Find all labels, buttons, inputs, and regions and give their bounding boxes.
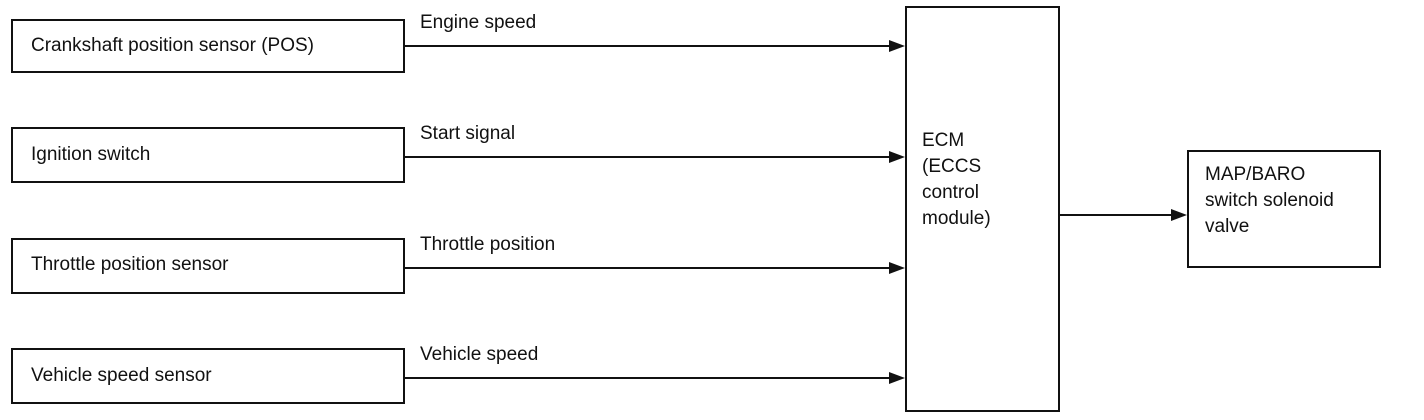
arrowhead-engine-speed <box>889 40 905 52</box>
input-label: Crankshaft position sensor (POS) <box>31 35 315 56</box>
output-label-line: switch solenoid <box>1205 190 1334 211</box>
arrowhead-start-signal <box>889 151 905 163</box>
input-box-vehicle-speed-sensor: Vehicle speed sensor <box>11 348 405 404</box>
signal-label-start-signal: Start signal <box>420 123 516 144</box>
input-box-throttle-sensor: Throttle position sensor <box>11 238 405 294</box>
ecm-label-line: (ECCS <box>922 156 982 177</box>
input-label: Ignition switch <box>31 144 151 165</box>
signal-label-engine-speed: Engine speed <box>420 12 537 33</box>
ecm-box: ECM (ECCS control module) <box>905 6 1060 412</box>
output-box-map-baro-valve: MAP/BARO switch solenoid valve <box>1187 150 1381 268</box>
ecm-label: ECM (ECCS control module) <box>922 128 991 232</box>
output-label-line: MAP/BARO <box>1205 164 1306 185</box>
arrowhead-vehicle-speed <box>889 372 905 384</box>
signal-label-vehicle-speed: Vehicle speed <box>420 344 539 365</box>
ecm-label-line: module) <box>922 208 991 229</box>
signal-label-throttle-position: Throttle position <box>420 234 556 255</box>
input-label: Vehicle speed sensor <box>31 365 212 386</box>
input-label: Throttle position sensor <box>31 254 229 275</box>
output-label: MAP/BARO switch solenoid valve <box>1205 162 1334 240</box>
output-label-line: valve <box>1205 216 1250 237</box>
ecm-label-line: control <box>922 182 980 203</box>
arrowhead-ecm-output <box>1171 209 1187 221</box>
arrowhead-throttle-position <box>889 262 905 274</box>
ecm-label-line: ECM <box>922 130 965 151</box>
input-box-ignition-switch: Ignition switch <box>11 127 405 183</box>
input-box-crankshaft-sensor: Crankshaft position sensor (POS) <box>11 19 405 73</box>
